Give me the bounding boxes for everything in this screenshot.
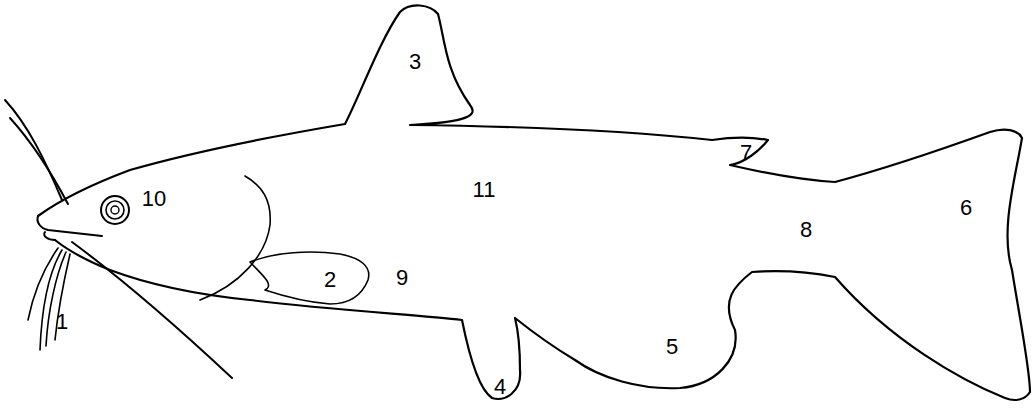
body-outline [38, 5, 1030, 400]
callout-number: 2 [324, 269, 336, 291]
dorsal-barbel [10, 118, 68, 204]
callout-number: 3 [409, 51, 421, 73]
maxillary-barbel [72, 242, 232, 378]
eye-pupil [111, 206, 119, 214]
mouth-line [37, 216, 102, 236]
eye-inner [106, 201, 124, 219]
chin-barbel [28, 248, 58, 320]
lower-jaw [44, 232, 55, 240]
callout-number: 1 [56, 311, 68, 333]
callout-number: 8 [800, 219, 812, 241]
callout-number: 10 [142, 188, 166, 210]
dorsal-barbel [5, 100, 62, 200]
chin-barbel [55, 254, 70, 340]
callout-number: 11 [473, 179, 496, 201]
callout-number: 9 [396, 267, 408, 289]
gill-cover [200, 176, 270, 300]
callout-number: 5 [666, 336, 678, 358]
callout-number: 6 [960, 197, 972, 219]
pectoral-fin [250, 252, 369, 304]
eye-outer [101, 196, 129, 224]
callout-number: 7 [740, 142, 752, 164]
callout-number: 4 [494, 376, 506, 398]
